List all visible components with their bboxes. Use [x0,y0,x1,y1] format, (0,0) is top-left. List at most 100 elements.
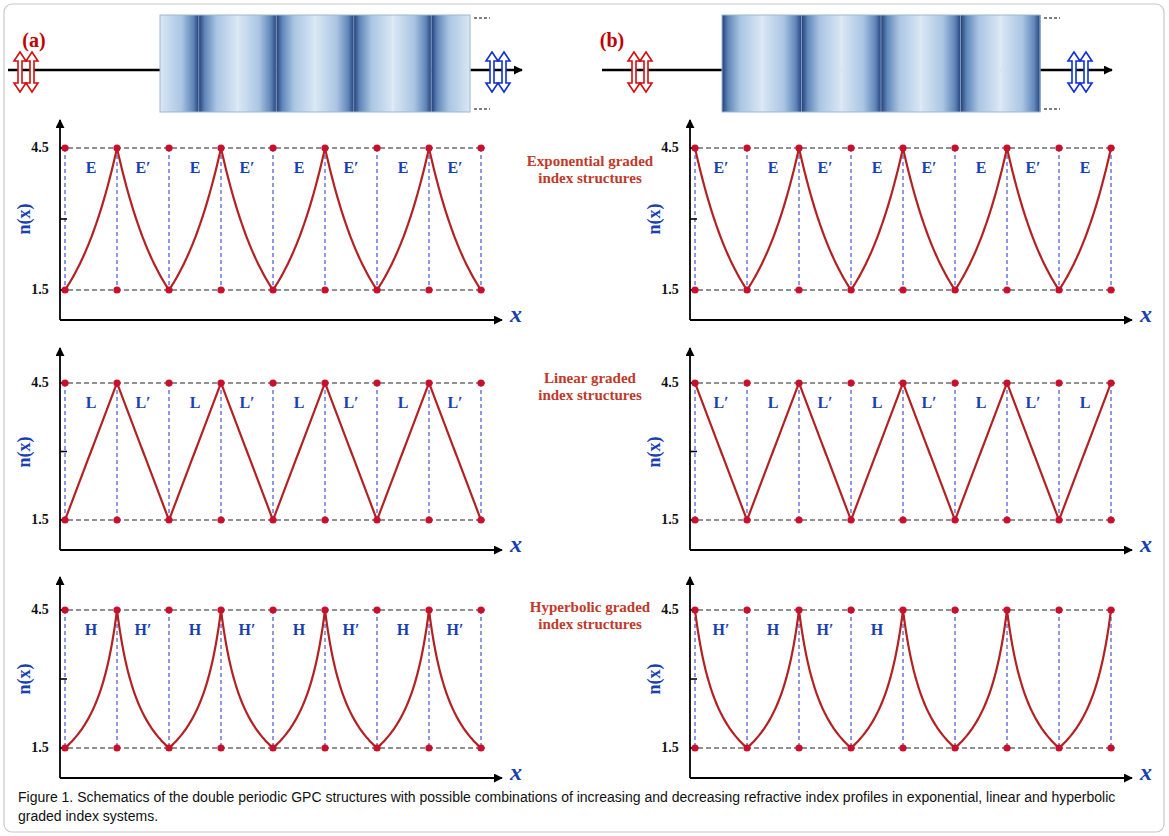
index-profile-curve [117,610,169,748]
dashed-marker [474,108,490,109]
index-profile-curve [1059,148,1111,290]
segment-label: L′ [713,394,728,412]
boundary-dot [477,606,484,613]
index-profile-curve [221,610,273,748]
boundary-dot [165,516,172,523]
boundary-dot [425,606,432,613]
segment-label: L [1080,394,1091,412]
segment-label: L′ [1025,394,1040,412]
segment-label: H′ [135,621,152,639]
boundary-dot [743,744,750,751]
boundary-dot [951,144,958,151]
x-axis [690,549,1132,551]
boundary-dot [1003,744,1010,751]
incident-polarization [628,52,640,92]
incident-polarization [26,52,38,92]
segment-label: E′ [447,159,462,177]
layer-boundary [429,610,430,748]
boundary-dot [795,144,802,151]
layer-boundary [1111,610,1112,748]
layer-boundary [1059,383,1060,520]
segment-label: H′ [817,621,834,639]
segment-label: L′ [343,394,358,412]
tick-label: 4.5 [661,602,679,618]
layer-boundary [801,15,802,112]
panel-label: (a) [22,29,45,52]
boundary-dot [1107,606,1114,613]
graded-layer [881,15,921,112]
boundary-dot [477,744,484,751]
index-profile-plot [60,120,502,320]
index-profile-curve [1059,610,1111,748]
tick-label: 1.5 [661,282,679,298]
boundary-dot [795,286,802,293]
boundary-dot [899,606,906,613]
boundary-dot [899,144,906,151]
index-profile-curve [377,610,429,748]
boundary-dot [951,286,958,293]
segment-label: E [294,159,305,177]
boundary-dot [113,744,120,751]
segment-label: L [86,394,97,412]
graded-layer [762,15,802,112]
graded-layer [961,15,1001,112]
index-profile-curve [273,383,325,520]
segment-label: E′ [135,159,150,177]
index-profile-curve [1059,383,1111,520]
boundary-dot [691,144,698,151]
axis-tick [690,218,697,220]
graded-layer [276,15,315,112]
index-profile-plot [690,577,1132,778]
segment-label: H′ [447,621,464,639]
layer-boundary [903,383,904,520]
graded-layer [315,15,354,112]
boundary-dot [743,144,750,151]
boundary-dot [425,744,432,751]
boundary-dot [899,744,906,751]
layer-boundary [198,15,199,112]
layer-boundary [273,383,274,520]
segment-label: H [397,621,409,639]
boundary-dot [847,606,854,613]
layer-boundary [325,148,326,290]
layer-boundary [1000,15,1001,112]
boundary-dot [847,379,854,386]
boundary-dot [691,379,698,386]
boundary-dot [477,286,484,293]
segment-label: E [398,159,409,177]
layer-boundary [903,610,904,748]
index-profile-curve [851,148,903,290]
layer-boundary [851,148,852,290]
segment-label: H [767,621,779,639]
segment-label: E′ [713,159,728,177]
layer-boundary [221,383,222,520]
boundary-dot [1003,516,1010,523]
index-profile-curve [221,383,273,520]
boundary-dot [113,286,120,293]
layer-boundary [169,610,170,748]
figure-frame [4,4,1164,832]
boundary-dot [113,516,120,523]
boundary-dot [373,744,380,751]
tick-label: 4.5 [31,375,49,391]
boundary-dot [425,144,432,151]
layer-boundary [1007,610,1008,748]
graded-layer [841,15,881,112]
boundary-dot [795,744,802,751]
index-profile-curve [273,148,325,290]
axis-title: n(x) [14,204,35,235]
layer-boundary [169,148,170,290]
axis-title: n(x) [644,436,665,467]
layer-boundary [315,15,316,112]
index-profile-curve [955,148,1007,290]
boundary-dot [1107,144,1114,151]
index-profile-curve [429,383,481,520]
boundary-dot [691,516,698,523]
axis-title: x [510,301,522,328]
boundary-dot [743,516,750,523]
transmitted-polarization [498,52,510,92]
layer-boundary [747,383,748,520]
axis-tick [690,451,697,453]
stack-outline [722,15,1040,112]
index-profile-curve [903,610,955,748]
